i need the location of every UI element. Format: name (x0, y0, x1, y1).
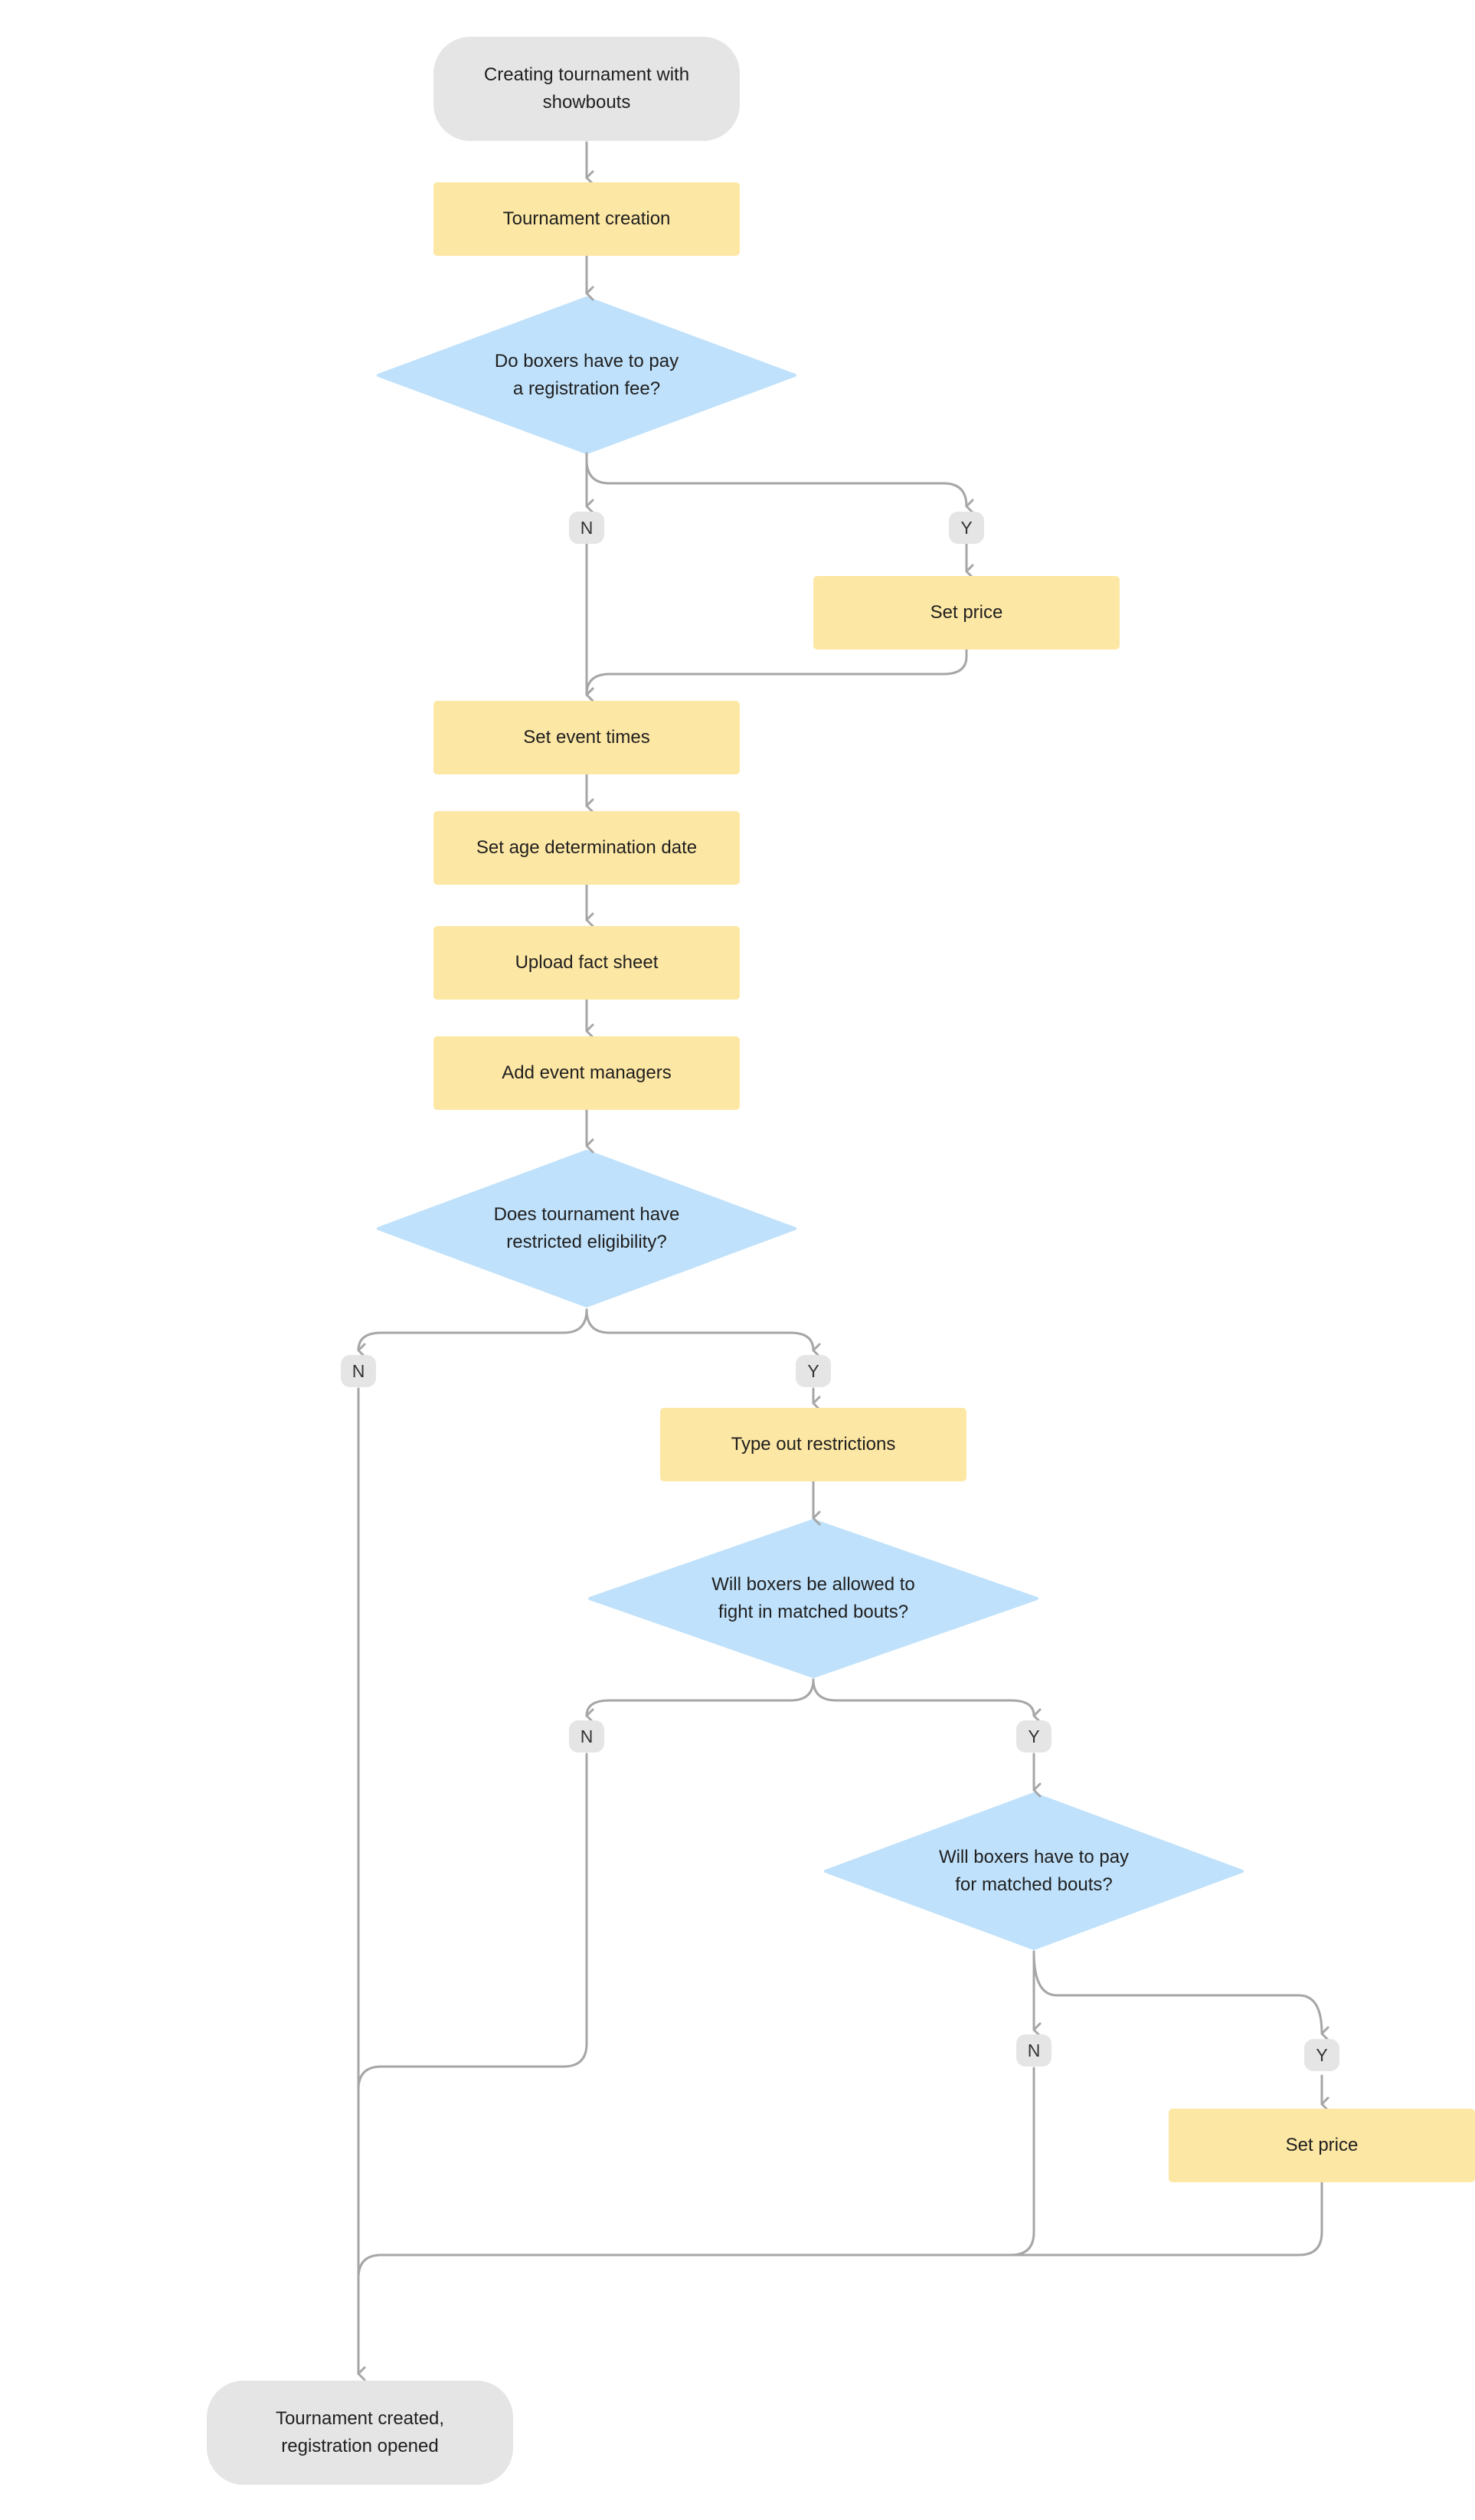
matched-pay-yes-badge: Y (1304, 2039, 1339, 2071)
connector-fee-decision-to-yes (585, 458, 974, 514)
connector-matched-to-no (585, 1678, 815, 1723)
set-price-node-1: Set price (813, 576, 1120, 650)
upload-fact-sheet-node: Upload fact sheet (433, 926, 740, 1000)
matched-bouts-pay-decision-shape (824, 1792, 1244, 1950)
matched-no-badge: N (569, 1720, 604, 1753)
matched-pay-no-badge: N (1016, 2034, 1051, 2067)
eligibility-yes-badge: Y (796, 1355, 831, 1387)
tournament-creation-node: Tournament creation (433, 182, 740, 256)
matched-bouts-decision-shape (588, 1519, 1038, 1678)
end-node: Tournament created, registration opened (207, 2381, 513, 2485)
set-event-times-node: Set event times (433, 701, 740, 774)
eligibility-no-badge: N (341, 1355, 376, 1387)
restricted-eligibility-decision-shape (377, 1150, 796, 1307)
add-event-managers-node: Add event managers (433, 1036, 740, 1110)
matched-yes-badge: Y (1016, 1720, 1051, 1753)
connector-pay-no-to-end-route (357, 2067, 1035, 2279)
set-price-node-2: Set price (1169, 2109, 1475, 2182)
registration-fee-decision-shape (377, 296, 796, 454)
type-out-restrictions-node: Type out restrictions (660, 1408, 966, 1481)
set-age-determination-date-node: Set age determination date (433, 811, 740, 885)
connector-eligibility-to-yes (585, 1308, 821, 1358)
connector-set-price-2-to-end-route (1009, 2181, 1323, 2257)
connector-matched-no-to-end-route (357, 1753, 588, 2091)
connector-pay-decision-to-yes (1032, 1950, 1329, 2041)
connector-set-price-1-to-event-times (585, 647, 968, 702)
connector-eligibility-to-no (357, 1308, 588, 1358)
connector-matched-to-yes (812, 1678, 1042, 1723)
fee-no-badge: N (569, 512, 604, 544)
start-node: Creating tournament with showbouts (433, 37, 740, 141)
fee-yes-badge: Y (949, 512, 984, 544)
